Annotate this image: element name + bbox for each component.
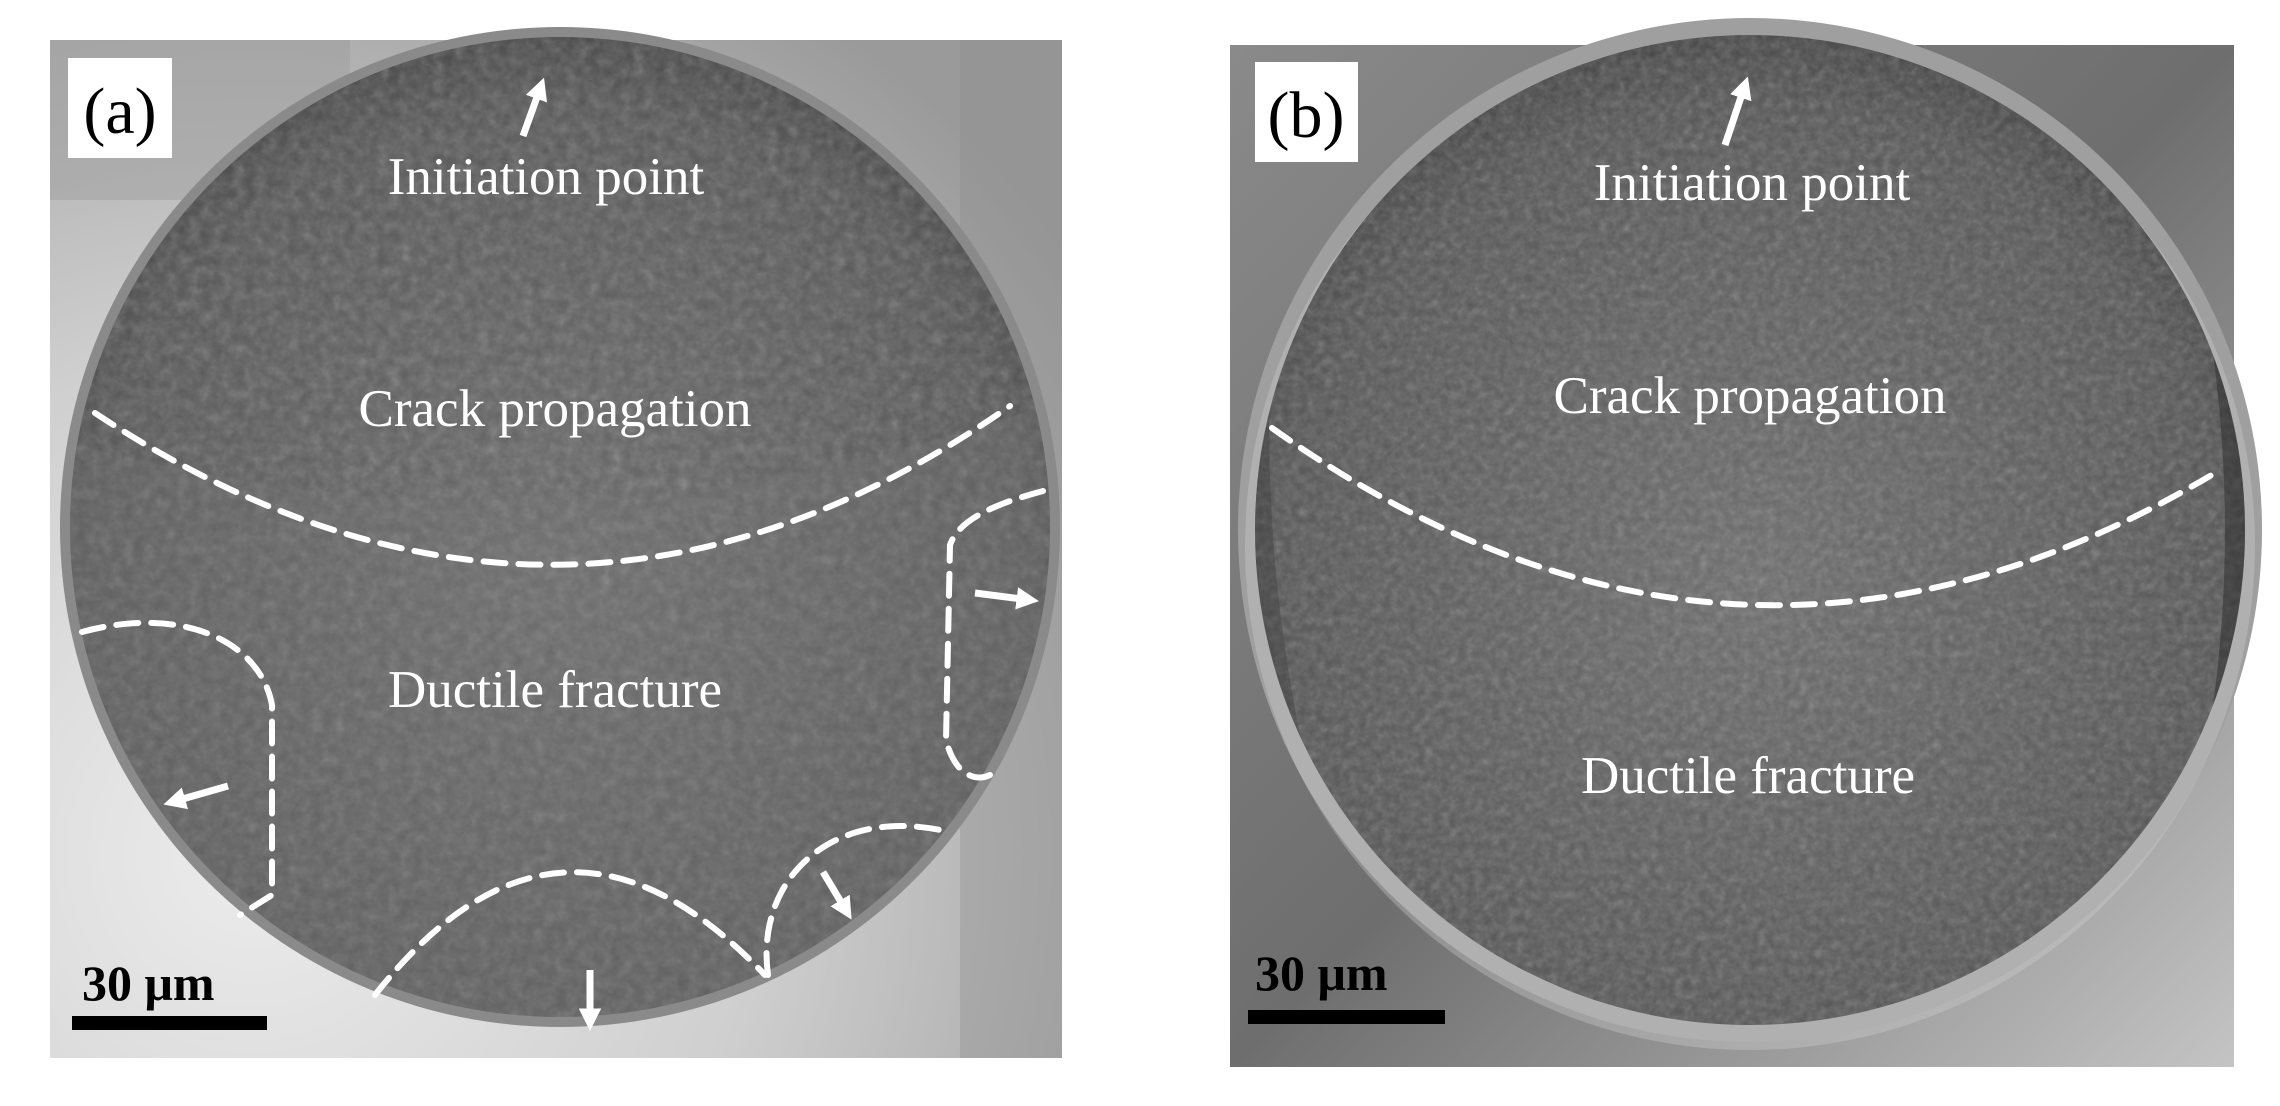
- panel-letter-bg-a: [68, 58, 172, 158]
- shear-lip-bottom-a: [372, 869, 768, 998]
- panel-letter-b: (b): [1268, 79, 1345, 152]
- initiation-label-b: Initiation point: [1594, 154, 1911, 212]
- shear-arrow-bottom-right-a: [819, 870, 852, 920]
- panel-letter-bg-b: [1255, 62, 1358, 162]
- shear-arrow-left-a: [163, 782, 229, 810]
- propagation-label-a: Crack propagation: [359, 380, 752, 438]
- initiation-arrow-a: [519, 77, 547, 138]
- ductile-label-b: Ductile fracture: [1581, 747, 1915, 805]
- shear-arrow-right-a: [974, 587, 1039, 610]
- shear-lip-left-a: [79, 619, 275, 918]
- propagation-label-b: Crack propagation: [1554, 367, 1947, 425]
- scale-bar-a: [72, 1016, 267, 1030]
- scale-bar-label-a: 30 μm: [82, 955, 215, 1011]
- shear-lip-bottom-right-a: [763, 823, 943, 978]
- propagation-boundary-a: [92, 403, 1013, 568]
- panel-letter-a: (a): [83, 75, 156, 148]
- shear-lip-right-a: [942, 488, 1046, 781]
- scale-bar-b: [1248, 1010, 1445, 1024]
- boundary-lines-a: [79, 403, 1046, 998]
- initiation-label-a: Initiation point: [388, 148, 705, 206]
- initiation-arrow-b: [1721, 76, 1752, 147]
- ductile-label-a: Ductile fracture: [388, 661, 722, 719]
- scale-bar-label-b: 30 μm: [1255, 945, 1388, 1001]
- arrows-a: [163, 77, 1039, 1031]
- panel-b: (b) Initiation point Crack propagation D…: [1230, 18, 2262, 1067]
- propagation-boundary-b: [1269, 425, 2223, 609]
- panel-a: (a) Initiation point Crack propagation D…: [50, 27, 1062, 1058]
